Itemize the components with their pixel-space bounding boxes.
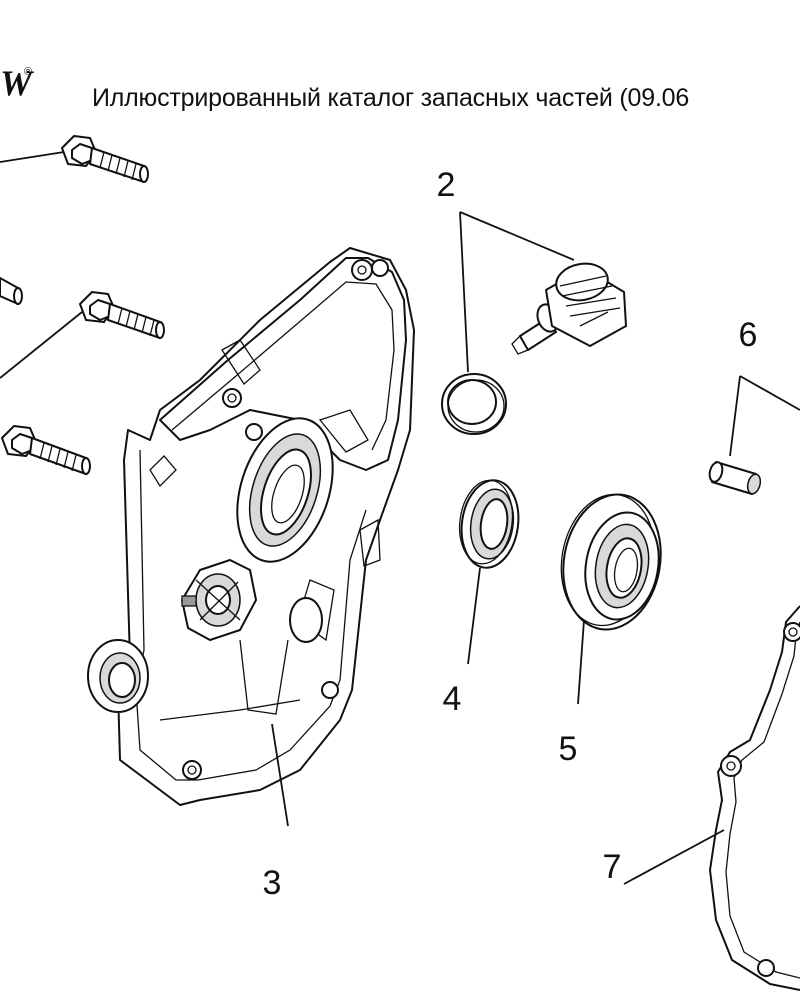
- callout-6: 6: [739, 316, 758, 354]
- bolt-icon: [79, 291, 165, 339]
- callout-4: 4: [443, 680, 462, 718]
- dowel-pin-icon: [708, 461, 762, 495]
- registered-mark: ®: [24, 66, 33, 78]
- oil-filler-plug-icon: [511, 262, 627, 355]
- o-ring-icon: [441, 373, 507, 435]
- page-title: Иллюстрированный каталог запасных частей…: [92, 84, 690, 112]
- callout-7: 7: [603, 848, 622, 886]
- gasket-icon: [709, 605, 800, 991]
- oil-seal-icon: [458, 479, 520, 569]
- callout-5: 5: [559, 730, 578, 768]
- ball-bearing-icon: [560, 493, 662, 631]
- brand-logo: W: [0, 63, 33, 103]
- callout-2: 2: [437, 166, 456, 204]
- bolt-icon: [61, 135, 149, 183]
- bolt-icon: [1, 425, 91, 475]
- bolt-icon: [0, 277, 23, 305]
- crankcase-cover-icon: [87, 247, 415, 806]
- callout-3: 3: [263, 864, 282, 902]
